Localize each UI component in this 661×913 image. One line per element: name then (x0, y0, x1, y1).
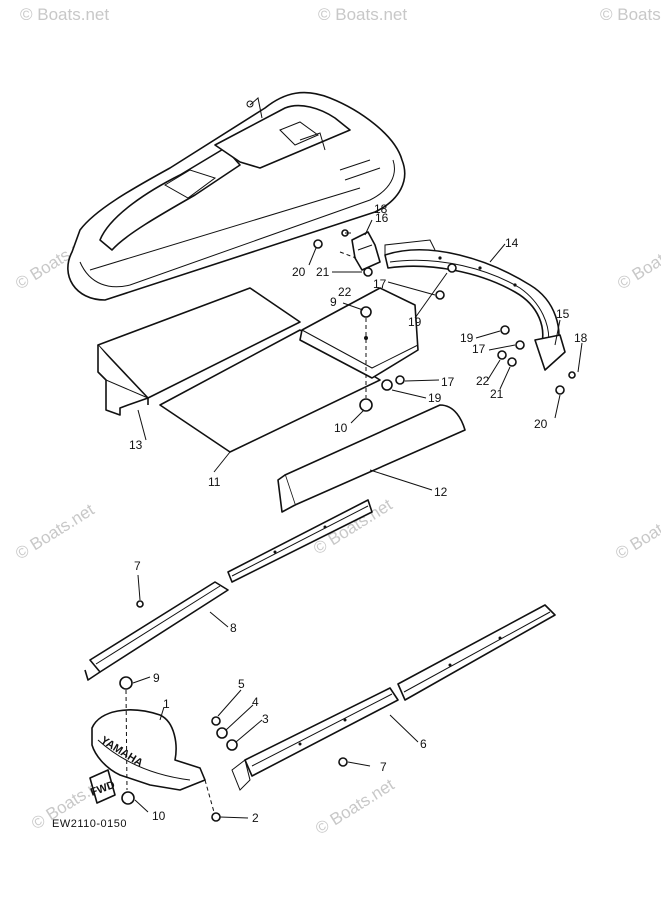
callout-9-lower: 9 (153, 671, 160, 685)
part-8-strip (84, 499, 373, 681)
part-16-bracket (351, 231, 381, 271)
callout-21-top: 21 (316, 265, 330, 279)
watermark: © Boats.net (312, 775, 398, 838)
callout-10-lower: 10 (152, 809, 166, 823)
watermark: © Boats.net (20, 5, 109, 24)
callout-6: 6 (420, 737, 427, 751)
callout-13: 13 (129, 438, 143, 452)
callout-22-right: 22 (476, 374, 490, 388)
diagram-code: EW2110-0150 (52, 818, 127, 830)
callout-4: 4 (252, 695, 259, 709)
callout-18-right: 18 (574, 331, 588, 345)
callout-19-top: 19 (408, 315, 422, 329)
callout-14: 14 (505, 236, 519, 250)
part-6-gunwale (231, 604, 556, 791)
part-1-bumper: YAMAHA FWD (89, 709, 206, 804)
callout-17-mid: 17 (441, 375, 455, 389)
callout-3: 3 (262, 712, 269, 726)
part-12-cover (277, 404, 466, 513)
leader-lines (125, 219, 583, 819)
watermark: © Boats.net (600, 5, 661, 24)
callout-1: 1 (163, 697, 170, 711)
callouts: 1 2 3 4 5 6 7 7 8 9 9 10 10 11 12 13 14 … (129, 202, 588, 825)
fasteners (119, 229, 576, 822)
callout-17-top: 17 (373, 277, 387, 291)
callout-22-top: 22 (338, 285, 352, 299)
part-13-panel (97, 287, 301, 416)
callout-9: 9 (330, 295, 337, 309)
callout-12: 12 (434, 485, 448, 499)
callout-19-right: 19 (460, 331, 474, 345)
watermark: © Boats.net (614, 230, 661, 293)
callout-20-right: 20 (534, 417, 548, 431)
callout-20-top: 20 (292, 265, 306, 279)
callout-8: 8 (230, 621, 237, 635)
callout-19-mid: 19 (428, 391, 442, 405)
callout-21-right: 21 (490, 387, 504, 401)
callout-18-top: 18 (374, 202, 388, 216)
part-11-mat (159, 329, 381, 453)
callout-5: 5 (238, 677, 245, 691)
callout-15: 15 (556, 307, 570, 321)
callout-16: 16 (375, 211, 389, 225)
watermark: © Boats.net (612, 500, 661, 563)
callout-10: 10 (334, 421, 348, 435)
callout-7: 7 (134, 559, 141, 573)
callout-7-lower: 7 (380, 760, 387, 774)
callout-2: 2 (252, 811, 259, 825)
watercraft-hull (67, 91, 406, 301)
center-plate (299, 287, 419, 379)
watermark: © Boats.net (12, 500, 98, 563)
part-15-bracket (534, 334, 566, 371)
callout-11: 11 (208, 475, 221, 489)
callout-17-right: 17 (472, 342, 486, 356)
watermark: © Boats.net (318, 5, 407, 24)
